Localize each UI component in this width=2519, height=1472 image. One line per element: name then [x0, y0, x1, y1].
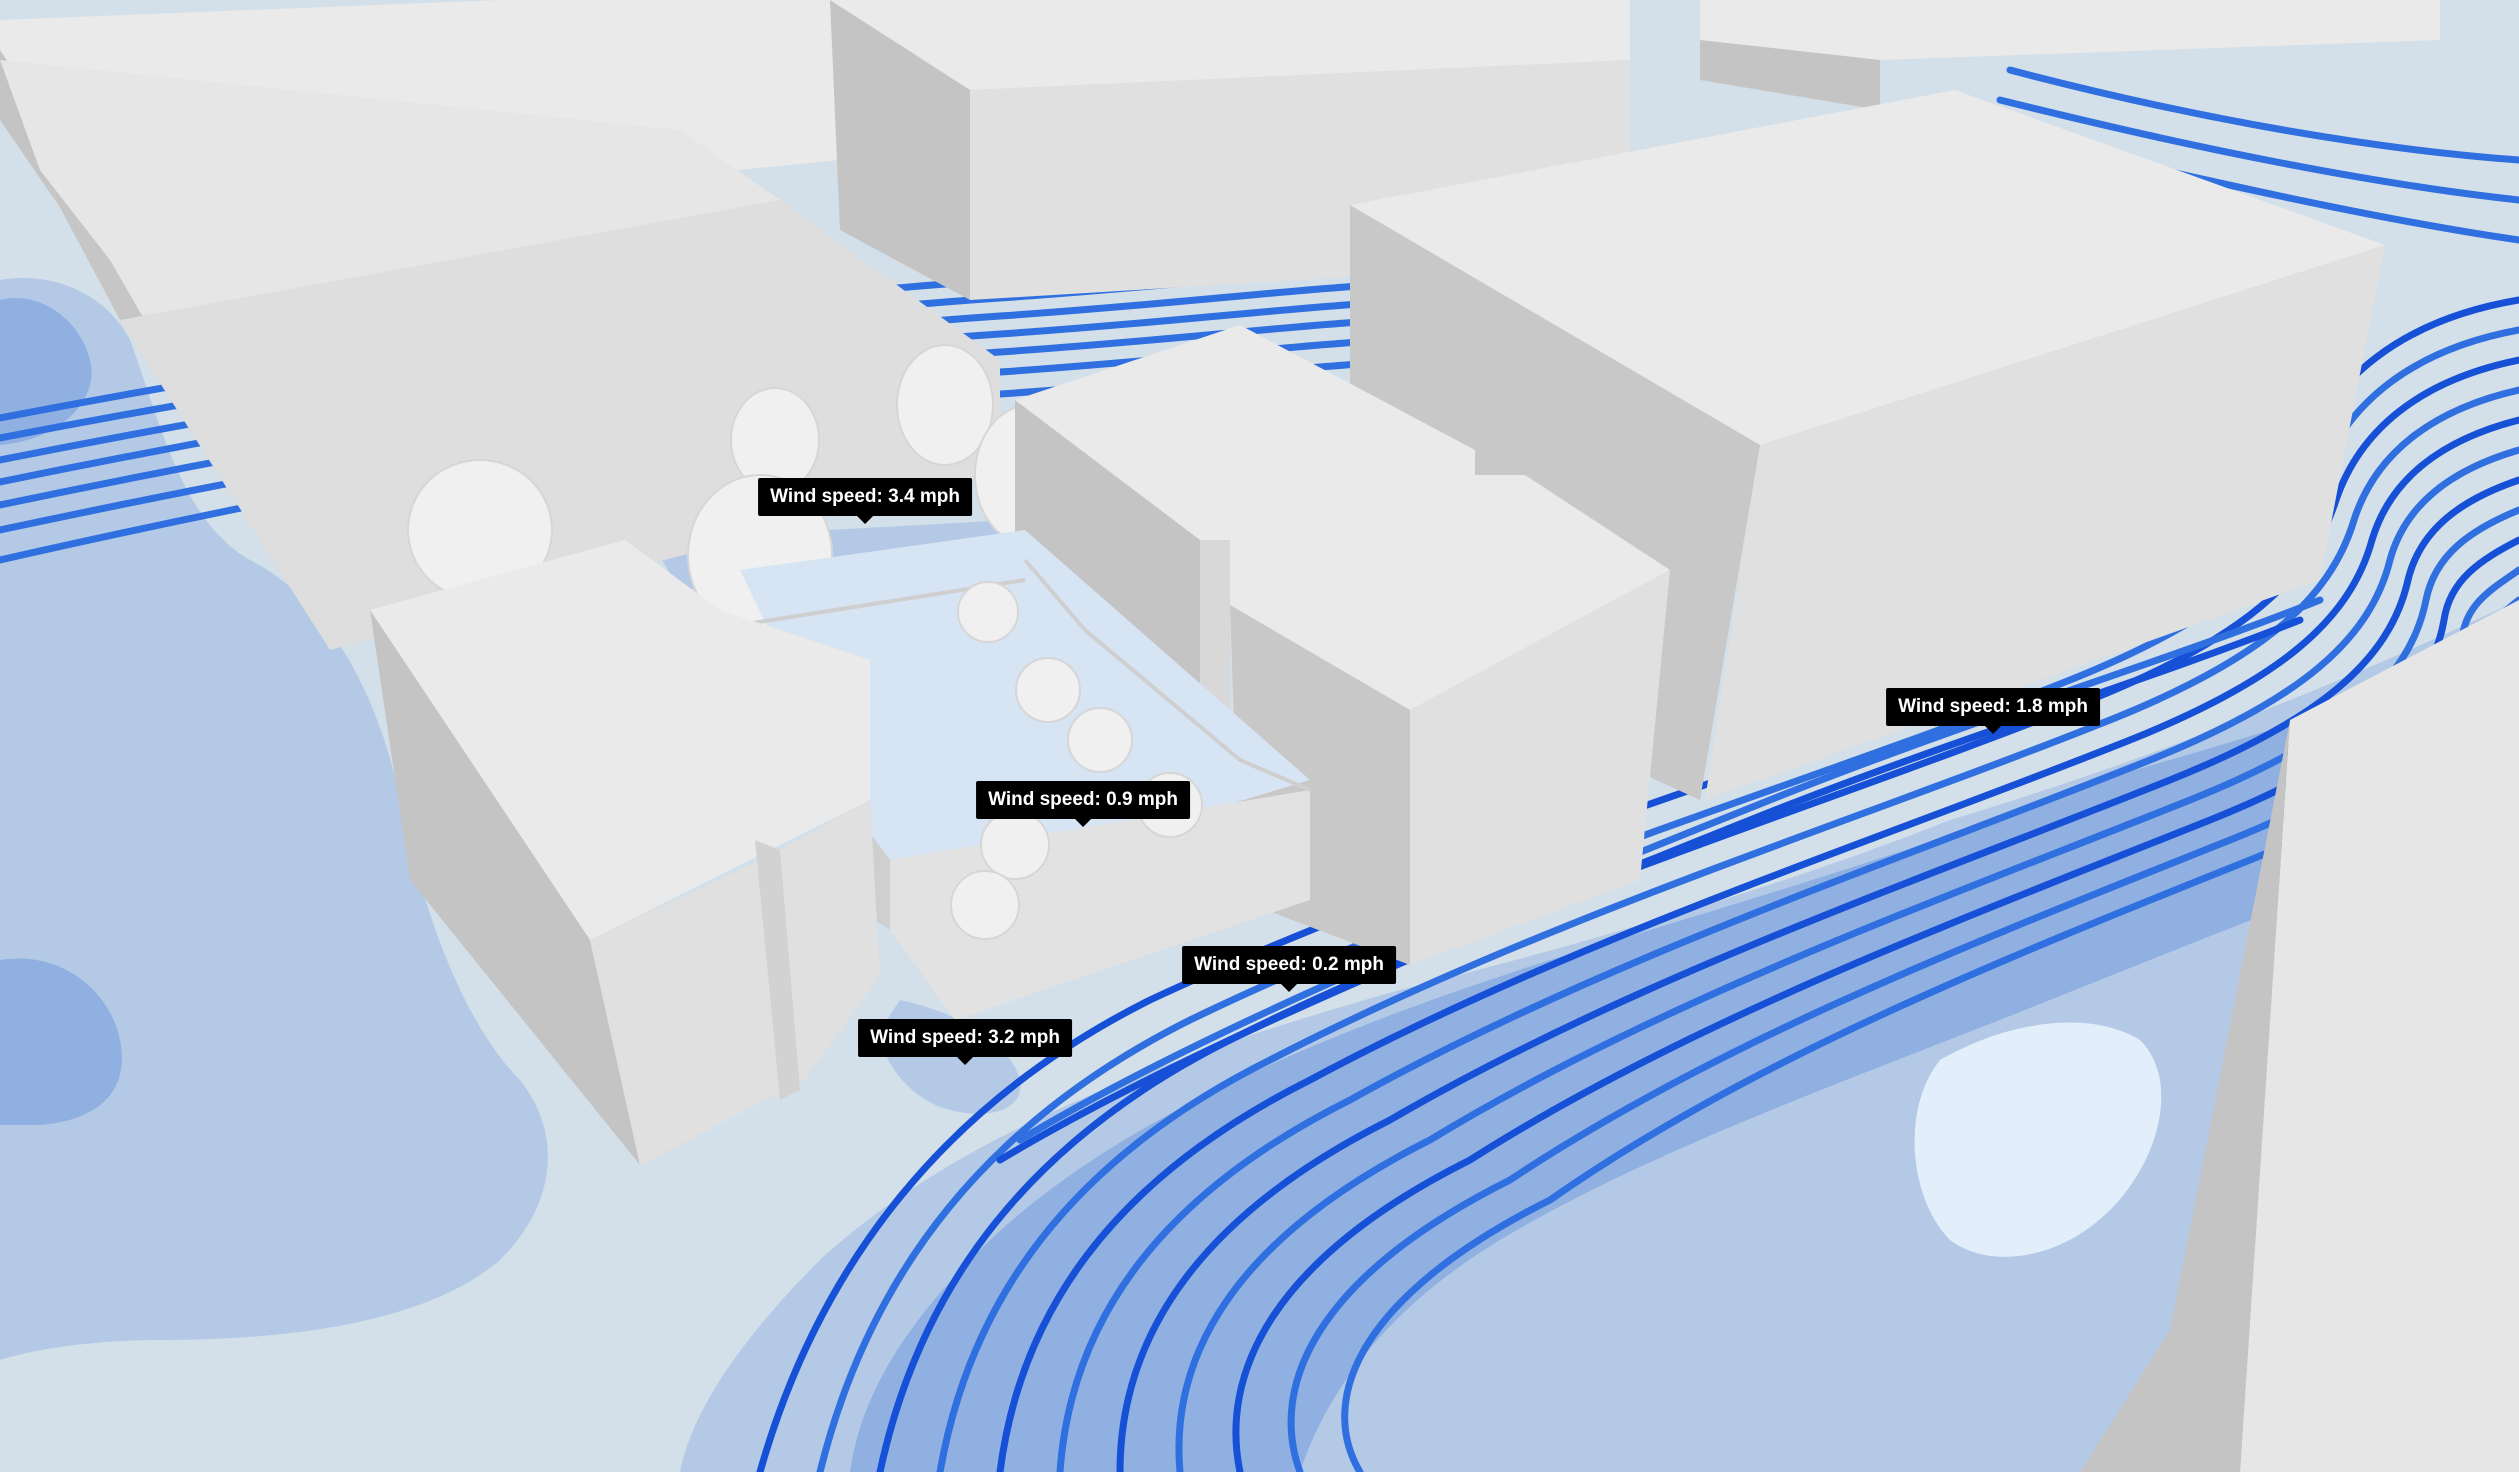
tree — [957, 581, 1019, 643]
tree — [980, 810, 1050, 880]
building-large-right-top — [1350, 90, 2385, 445]
building-right-edge-face — [2240, 600, 2519, 1472]
tree — [1067, 707, 1133, 773]
building-front-left-top — [370, 540, 870, 940]
tree — [1015, 657, 1081, 723]
building-front-left — [370, 540, 880, 1165]
building-row-front — [120, 200, 1000, 650]
building-front-left-left — [370, 610, 640, 1165]
contour-zone-corridor-strong — [850, 640, 2519, 1472]
building-middle-top — [1015, 325, 1670, 710]
building-front-left-front — [590, 800, 880, 1165]
contour-zone-left — [0, 278, 548, 1360]
wind-speed-probe-0-2[interactable]: Wind speed: 0.2 mph — [1182, 946, 1396, 992]
tree — [950, 870, 1020, 940]
building-right-edge-side — [2080, 720, 2290, 1472]
building-large-right-front — [1705, 245, 2385, 800]
building-upper-middle-top — [830, 0, 1630, 90]
contour-zone-left-inner — [0, 958, 122, 1125]
courtyard-fence — [1023, 558, 1311, 792]
tree — [896, 344, 994, 466]
wind-speed-probe-3-4[interactable]: Wind speed: 3.4 mph — [758, 478, 972, 524]
wind-speed-probe-1-8[interactable]: Wind speed: 1.8 mph — [1886, 688, 2100, 734]
building-upper-middle-left — [830, 0, 970, 300]
wind-speed-probe-0-9[interactable]: Wind speed: 0.9 mph — [976, 781, 1190, 827]
building-front-left-notch — [755, 840, 800, 1100]
building-upper-right-side — [1700, 40, 1880, 110]
wind-speed-probe-3-2[interactable]: Wind speed: 3.2 mph — [858, 1019, 1072, 1065]
building-right-edge — [2080, 600, 2519, 1472]
contour-zone-pale — [1914, 1022, 2162, 1257]
building-upper-right-top — [1700, 0, 2440, 60]
building-row-top — [0, 60, 780, 320]
building-middle-front — [1410, 570, 1670, 965]
buildings-background — [0, 0, 2440, 650]
wind-contour-zones — [0, 278, 2519, 1472]
